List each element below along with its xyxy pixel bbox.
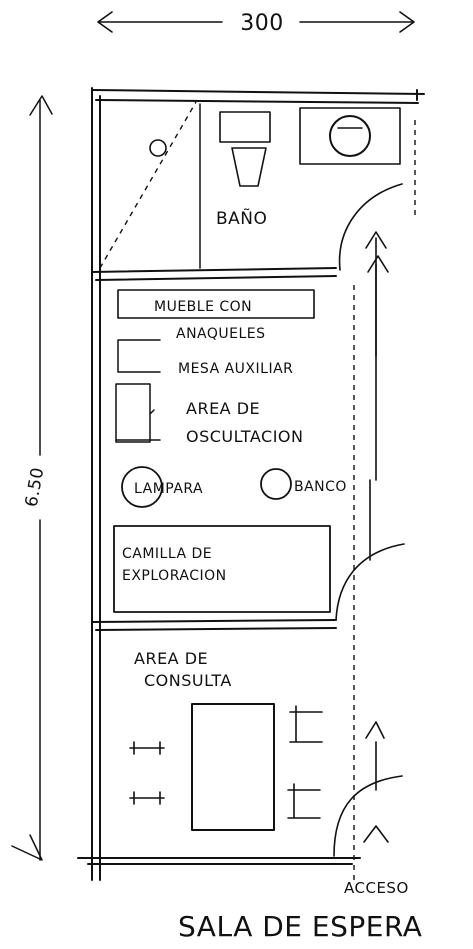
width-dimension-label: 300 [240, 11, 284, 36]
door-swing [333, 775, 403, 857]
toilet-icon [231, 147, 267, 187]
chair-icon [289, 705, 323, 743]
entrance-arrow-icon [363, 825, 389, 843]
height-dimension: 6.50 [11, 95, 53, 861]
waiting-room-label: SALA DE ESPERA [178, 910, 422, 943]
shower-drain-icon [149, 139, 167, 157]
exam-area: MUEBLE CON ANAQUELES MESA AUXILIAR AREA … [113, 289, 405, 621]
chair-icon [129, 741, 165, 755]
exam-small-table [115, 383, 155, 443]
consultation-label-1: AREA DE [134, 649, 208, 668]
exam-bed-outline [113, 525, 331, 613]
consultation-label-2: CONSULTA [144, 671, 232, 690]
outer-walls [77, 87, 425, 881]
stool-label: BANCO [294, 479, 347, 495]
sink-icon [329, 115, 371, 157]
stool-icon [260, 468, 292, 500]
lamp-icon [121, 466, 163, 508]
exam-bed-label-2: EXPLORACION [122, 568, 227, 584]
door-swing [338, 183, 403, 271]
exam-bed-label-1: CAMILLA DE [122, 546, 212, 562]
aux-table-label: MESA AUXILIAR [178, 361, 293, 377]
up-arrow-icon [365, 231, 387, 249]
entrance-label: ACCESO [344, 879, 409, 897]
up-arrow-icon [29, 95, 53, 116]
height-dimension-label: 6.50 [22, 466, 49, 509]
bathroom-label: BAÑO [216, 207, 267, 229]
aux-table-outline [117, 339, 161, 373]
lamp-label: LAMPARA [134, 481, 203, 497]
consultation-area: AREA DE CONSULTA [129, 649, 403, 857]
down-arrow-icon [11, 834, 43, 861]
cabinet-label-2: ANAQUELES [176, 326, 266, 342]
chair-icon [129, 791, 165, 805]
exam-area-label-2: OSCULTACION [186, 427, 304, 446]
desk-outline [191, 703, 275, 831]
door-swing [335, 543, 405, 621]
partition-walls [91, 103, 337, 631]
sink-counter [299, 107, 401, 165]
chair-icon [287, 783, 321, 819]
circulation-arrows [363, 231, 389, 843]
up-arrow-icon [367, 255, 389, 273]
cabinet-label-1: MUEBLE CON [154, 299, 252, 315]
width-dimension: 300 [97, 11, 415, 36]
exam-area-label-1: AREA DE [186, 399, 260, 418]
left-arrow-icon [97, 11, 113, 33]
up-arrow-icon [365, 721, 385, 739]
bathroom: BAÑO [99, 101, 403, 271]
cabinet-outline [117, 289, 315, 319]
right-arrow-icon [399, 11, 415, 33]
toilet-tank [219, 111, 271, 143]
